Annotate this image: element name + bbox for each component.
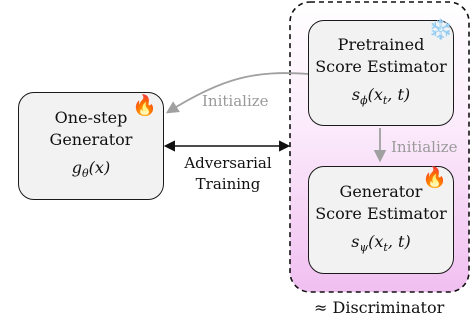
pretrained-score-box: Pretrained Score Estimator sϕ(xt, t)	[308, 20, 454, 126]
generator-label-2: Generator	[49, 129, 133, 149]
adversarial-label-2: Training	[195, 175, 261, 193]
adversarial-label-1: Adversarial	[184, 154, 272, 172]
fire-icon: 🔥	[132, 93, 157, 117]
pretrained-label-2: Score Estimator	[315, 56, 447, 76]
discriminator-label: ≈ Discriminator	[314, 298, 445, 317]
gen-score-label-2: Score Estimator	[315, 203, 447, 223]
initialize-label-left: Initialize	[202, 92, 269, 110]
pretrained-formula: sϕ(xt, t)	[351, 84, 411, 108]
generator-score-box: Generator Score Estimator sψ(xt, t)	[308, 166, 454, 274]
initialize-label-down: Initialize	[391, 138, 458, 156]
pretrained-label-1: Pretrained	[337, 34, 425, 54]
generator-box: One-step Generator gθ(x)	[18, 92, 164, 200]
generator-label-1: One-step	[54, 107, 128, 127]
initialize-arrow-left	[165, 72, 309, 114]
snowflake-icon: ❄️	[428, 17, 453, 41]
fire-icon: 🔥	[422, 165, 447, 189]
gen-score-formula: sψ(xt, t)	[351, 231, 411, 255]
gen-score-label-1: Generator	[339, 181, 423, 201]
generator-formula: gθ(x)	[71, 157, 111, 181]
